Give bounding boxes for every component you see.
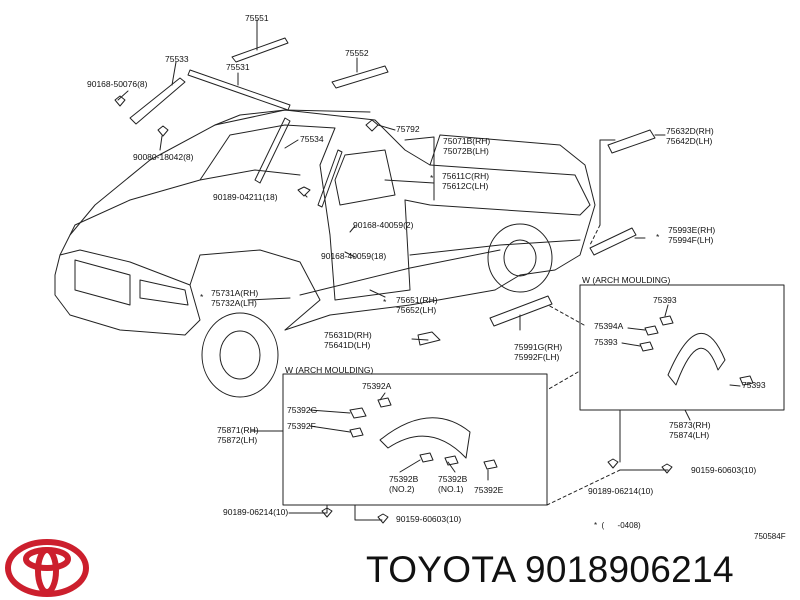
label-75631D: 75631D(RH) 75641D(LH)	[324, 330, 372, 350]
arch-clips-right	[639, 315, 754, 386]
truck-grille	[74, 259, 131, 306]
brand-part-number: TOYOTA 9018906214	[366, 549, 734, 590]
truck-door	[319, 164, 411, 301]
label-75991G: 75991G(RH) 75992F(LH)	[514, 342, 563, 362]
truck-cab-outline	[69, 109, 596, 291]
clip-90189-04211	[297, 186, 311, 197]
label-75993E: 75993E(RH) 75994F(LH)	[668, 225, 716, 245]
arch-moulding-right	[667, 332, 726, 386]
fastener-90159-60603b	[661, 463, 673, 474]
truck-front-fender	[189, 249, 321, 331]
label-75392B-no2: 75392B (NO.2)	[389, 474, 419, 494]
rear-wheel-hub	[503, 239, 537, 277]
label-75392F: 75392F	[287, 421, 316, 431]
label-75551: 75551	[245, 13, 269, 23]
front-wheel	[201, 312, 279, 398]
diagram-code: 750584F	[754, 532, 786, 541]
pillar-moulding	[317, 149, 343, 208]
part-75531	[187, 69, 291, 111]
label-75534: 75534	[300, 134, 324, 144]
label-90080-18042: 90080-18042(8)	[133, 152, 194, 162]
label-75392A: 75392A	[362, 381, 392, 391]
label-90189-06214-right: 90189-06214(10)	[588, 486, 654, 496]
truck-windshield	[199, 124, 336, 181]
part-75552	[331, 65, 389, 89]
label-75731A: 75731A(RH) 75732A(LH)	[211, 288, 259, 308]
arch-leaders-left	[250, 392, 489, 521]
label-75071B: 75071B(RH) 75072B(LH)	[443, 136, 491, 156]
truck-bed-lower	[409, 239, 581, 256]
arch-clips-left	[349, 397, 498, 470]
fastener-90189-06214a	[321, 507, 333, 518]
label-75393-mid: 75393	[594, 337, 618, 347]
truck-hood	[59, 169, 301, 256]
label-90168-40059-2: 90168-40059(2)	[353, 220, 414, 230]
label-90168-50076: 90168-50076(8)	[87, 79, 148, 89]
part-75551	[231, 37, 289, 63]
part-75991G	[489, 295, 553, 327]
fastener-90159-60603a	[377, 513, 389, 524]
label-90189-06214-left: 90189-06214(10)	[223, 507, 289, 517]
star-75651: *	[383, 297, 387, 307]
label-75392G: 75392G	[287, 405, 318, 415]
part-75632D	[607, 129, 656, 154]
arch-box-left	[282, 373, 548, 506]
label-90189-04211: 90189-04211(18)	[213, 192, 278, 202]
clip-90080-18042	[157, 125, 169, 137]
star-75611C: *	[430, 173, 434, 183]
label-75393-top: 75393	[653, 295, 677, 305]
part-75993E	[589, 227, 637, 256]
truck-headlight	[139, 279, 189, 306]
truck-rocker	[284, 289, 496, 331]
label-75392E: 75392E	[474, 485, 504, 495]
arch-moulding-left	[379, 417, 471, 459]
toyota-logo-icon	[5, 539, 89, 597]
dashed-leaders	[546, 139, 621, 506]
label-90168-40059-18: 90168-40059(18)	[321, 251, 387, 261]
arch-box-right-title: W (ARCH MOULDING)	[582, 275, 671, 285]
label-90159-60603-left: 90159-60603(10)	[396, 514, 462, 524]
arch-box-left-title: W (ARCH MOULDING)	[285, 365, 374, 375]
legend: * ( -0408)	[594, 521, 641, 530]
fastener-90189-06214b	[607, 458, 619, 469]
label-75392B-no1: 75392B (NO.1)	[438, 474, 468, 494]
star-75993E: *	[656, 232, 660, 242]
label-75873: 75873(RH) 75874(LH)	[669, 420, 711, 440]
clip-90168-50076	[114, 95, 126, 107]
side-moulding	[299, 249, 501, 296]
label-75393-right: 75393	[742, 380, 766, 390]
star-75731A: *	[200, 292, 204, 302]
label-75871: 75871(RH) 75872(LH)	[217, 425, 259, 445]
label-75394A: 75394A	[594, 321, 624, 331]
part-75533	[129, 77, 186, 125]
truck-roof	[214, 109, 371, 126]
truck-front	[54, 249, 201, 336]
label-75651: 75651(RH) 75652(LH)	[396, 295, 438, 315]
label-75531: 75531	[226, 62, 250, 72]
label-75533: 75533	[165, 54, 189, 64]
truck-side-window	[334, 149, 396, 206]
label-75632D: 75632D(RH) 75642D(LH)	[666, 126, 714, 146]
front-wheel-hub	[219, 330, 261, 380]
truck-bed-side	[404, 199, 591, 216]
arch-leaders-right	[619, 304, 741, 471]
label-75552: 75552	[345, 48, 369, 58]
label-75611C: 75611C(RH) 75612C(LH)	[442, 171, 490, 191]
arch-box-right	[579, 284, 785, 411]
leader-lines	[117, 19, 666, 341]
label-90159-60603-right: 90159-60603(10)	[691, 465, 757, 475]
part-75534	[254, 117, 291, 184]
truck-bed-top	[429, 164, 591, 206]
part-75631D	[417, 331, 441, 346]
rear-wheel	[487, 223, 553, 293]
label-75792: 75792	[396, 124, 420, 134]
